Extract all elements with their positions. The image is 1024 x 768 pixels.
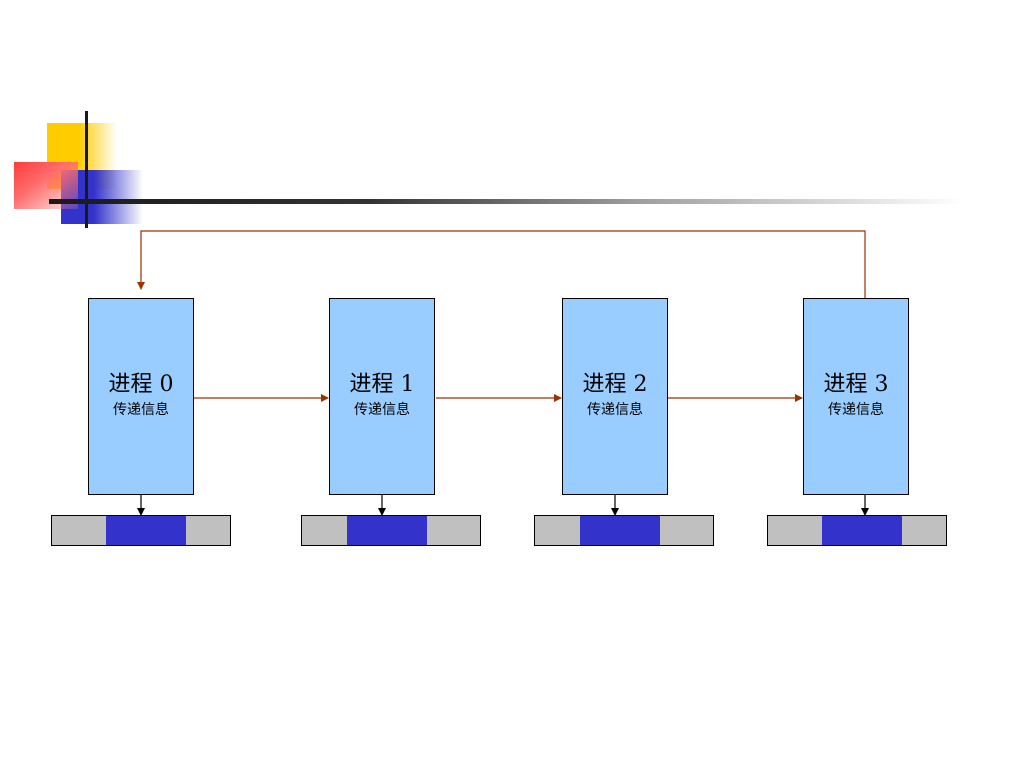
buffer-bar-1 [301,515,481,546]
decor-vertical-line [85,111,88,228]
process-subtitle: 传递信息 [113,402,169,418]
process-box-2: 进程 2 传递信息 [562,298,668,495]
buffer-marker [580,516,660,545]
buffer-bar-2 [534,515,714,546]
buffer-bar-3 [767,515,947,546]
feedback-arrow [137,230,866,298]
buffer-marker [106,516,186,545]
process-name: 进程 2 [582,372,648,397]
process-subtitle: 传递信息 [828,402,884,418]
buffer-marker [347,516,427,545]
process-subtitle: 传递信息 [354,402,410,418]
process-name: 进程 3 [823,372,889,397]
process-box-3: 进程 3 传递信息 [803,298,909,495]
process-box-1: 进程 1 传递信息 [329,298,435,495]
process-name: 进程 0 [108,372,174,397]
process-name: 进程 1 [349,372,415,397]
process-subtitle: 传递信息 [587,402,643,418]
buffer-bar-0 [51,515,231,546]
title-divider-line [49,199,964,204]
buffer-marker [822,516,902,545]
process-box-0: 进程 0 传递信息 [88,298,194,495]
